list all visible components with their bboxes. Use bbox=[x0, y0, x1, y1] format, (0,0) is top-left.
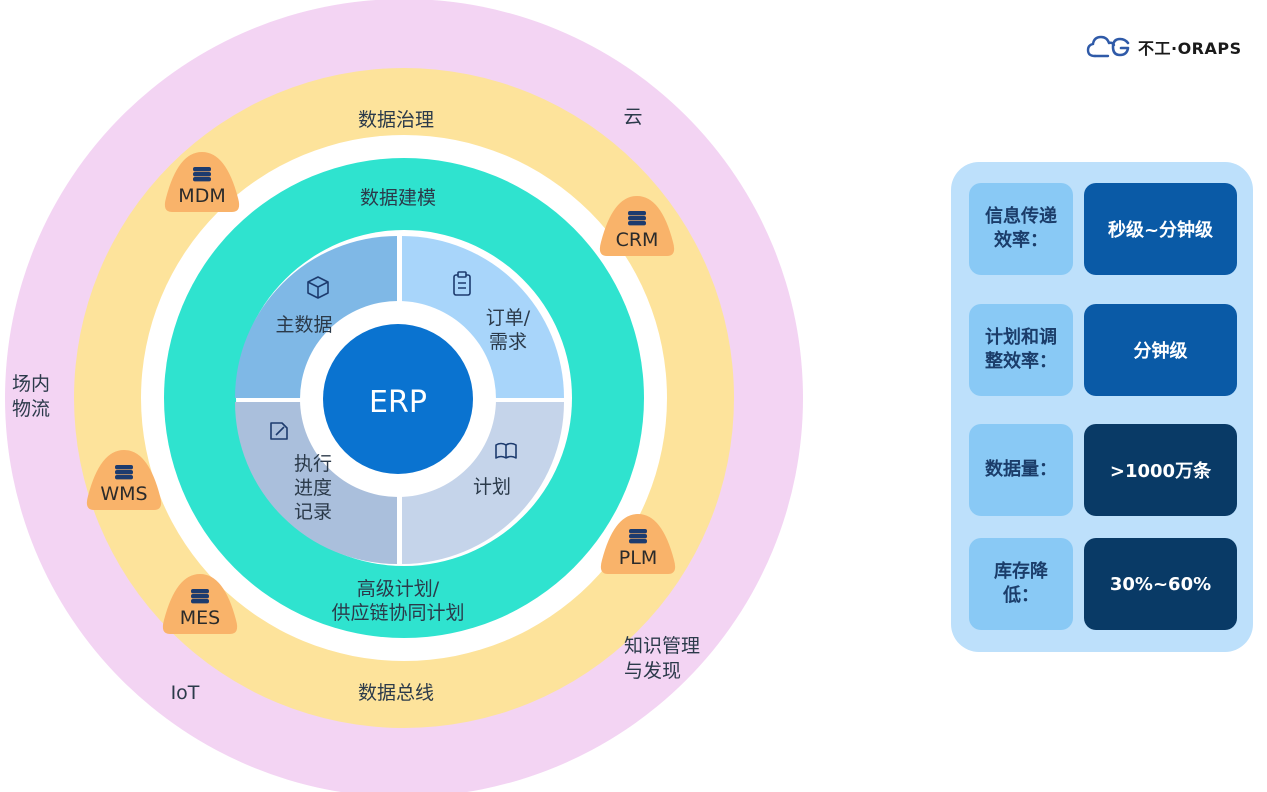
advanced-planning-label-line1: 高级计划/ bbox=[357, 578, 440, 600]
cloud-label: 云 bbox=[623, 106, 642, 128]
metric-label: 库存降低： bbox=[969, 538, 1073, 630]
oraps-logo: 不工·ORAPS bbox=[1086, 30, 1242, 64]
system-badges: MDM CRM WMS PLM MES bbox=[86, 152, 676, 634]
system-badge-plm: PLM bbox=[600, 514, 676, 574]
system-badge-label: CRM bbox=[616, 229, 659, 251]
data-governance-label: 数据治理 bbox=[358, 109, 434, 131]
metric-value: >1000万条 bbox=[1084, 424, 1237, 516]
erp-core bbox=[323, 324, 473, 474]
system-badge-mdm: MDM bbox=[164, 152, 240, 212]
planning-label: 计划 bbox=[473, 476, 511, 498]
system-badge-crm: CRM bbox=[599, 196, 675, 256]
database-icon bbox=[115, 465, 133, 480]
logo-text: 不工·ORAPS bbox=[1138, 39, 1242, 58]
system-badge-label: MES bbox=[180, 607, 220, 629]
metric-value: 分钟级 bbox=[1084, 304, 1237, 396]
database-icon bbox=[628, 211, 646, 226]
edit-icon bbox=[270, 422, 288, 440]
metric-card: 数据量： >1000万条 bbox=[969, 424, 1237, 516]
knowledge-management-label: 知识管理与发现 bbox=[624, 635, 700, 682]
system-badge-mes: MES bbox=[162, 574, 238, 634]
metric-card: 信息传递效率： 秒级~分钟级 bbox=[969, 183, 1237, 275]
database-icon bbox=[191, 589, 209, 604]
in-plant-logistics-label: 场内物流 bbox=[12, 373, 50, 420]
metric-label: 信息传递效率： bbox=[969, 183, 1073, 275]
erp-label: ERP bbox=[369, 385, 427, 420]
database-icon bbox=[193, 167, 211, 182]
master-data-label: 主数据 bbox=[275, 314, 332, 336]
orders-demand-label: 订单/需求 bbox=[486, 307, 531, 353]
system-badge-label: PLM bbox=[619, 547, 657, 569]
metrics-panel: 信息传递效率： 秒级~分钟级 计划和调整效率： 分钟级 数据量： >1000万条… bbox=[951, 162, 1253, 652]
metric-card: 库存降低： 30%~60% bbox=[969, 538, 1237, 630]
metric-card: 计划和调整效率： 分钟级 bbox=[969, 304, 1237, 396]
system-badge-wms: WMS bbox=[86, 450, 162, 510]
data-modeling-label: 数据建模 bbox=[360, 187, 436, 209]
architecture-diagram: ERP 主数据 订单/需求 计划 执行进度记录 数据建模 高级计划/ 供应链协同… bbox=[5, 0, 803, 792]
execution-record-label: 执行进度记录 bbox=[294, 453, 332, 523]
system-badge-label: WMS bbox=[100, 483, 147, 505]
system-badge-label: MDM bbox=[178, 185, 225, 207]
iot-label: IoT bbox=[171, 682, 200, 704]
book-icon bbox=[495, 442, 517, 459]
cloud-g-logo-icon bbox=[1086, 35, 1130, 58]
advanced-planning-label-line2: 供应链协同计划 bbox=[331, 602, 464, 624]
database-icon bbox=[629, 529, 647, 544]
clipboard-icon bbox=[453, 271, 471, 296]
metric-label: 数据量： bbox=[969, 424, 1073, 516]
metric-value: 秒级~分钟级 bbox=[1084, 183, 1237, 275]
metric-value: 30%~60% bbox=[1084, 538, 1237, 630]
data-bus-label: 数据总线 bbox=[358, 682, 434, 704]
cube-icon bbox=[307, 276, 329, 299]
metric-label: 计划和调整效率： bbox=[969, 304, 1073, 396]
